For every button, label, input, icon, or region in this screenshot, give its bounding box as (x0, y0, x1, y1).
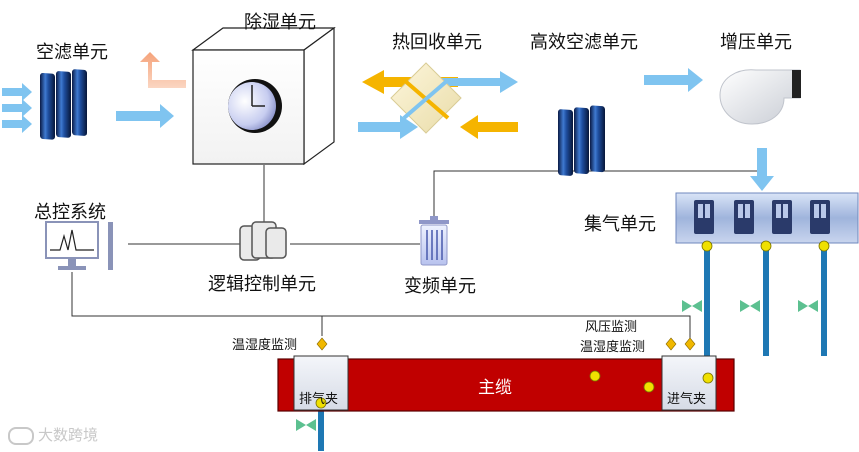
watermark: 大数跨境 (8, 424, 99, 446)
air-filter-icon (40, 69, 87, 140)
flow-arrow-1 (116, 104, 174, 128)
main-cable-label: 主缆 (478, 378, 512, 397)
manifold-label: 集气单元 (584, 214, 656, 234)
sensor-dots-manifold (701, 240, 830, 252)
logic-control-label: 逻辑控制单元 (208, 274, 316, 294)
control-system-label: 总控系统 (34, 202, 106, 222)
hepa-filter-label: 高效空滤单元 (530, 32, 638, 52)
flow-arrow-3 (750, 148, 774, 191)
dehumidifier-unit (191, 26, 336, 166)
exhaust-arrow (140, 52, 186, 88)
wind-pressure-label: 风压监测 (585, 319, 638, 334)
booster-label: 增压单元 (720, 32, 792, 52)
dehumidify-label: 除湿单元 (244, 12, 316, 32)
air-filter-label: 空滤单元 (36, 42, 108, 62)
exhaust-clamp-label: 排气夹 (299, 391, 339, 406)
heat-recovery-unit (358, 62, 518, 139)
watermark-text: 大数跨境 (38, 427, 99, 444)
manifold-unit (675, 192, 859, 244)
monitor-markers (316, 337, 696, 351)
hepa-filter-icon (558, 105, 605, 176)
booster-fan-icon (719, 69, 801, 125)
monitor-icon (45, 221, 113, 270)
watermark-logo-icon (8, 427, 34, 446)
heat-recovery-label: 热回收单元 (392, 32, 482, 52)
sensor-dots-cable (315, 370, 714, 409)
main-cable-bar (277, 358, 735, 412)
flow-arrow-2 (644, 68, 703, 92)
control-wiring (71, 165, 763, 340)
valve-icons (296, 300, 818, 431)
logic-control-icon (239, 221, 287, 261)
vfd-icon (419, 216, 449, 266)
temp-humidity-right-label: 温湿度监测 (580, 339, 646, 354)
vfd-label: 变频单元 (404, 276, 476, 296)
supply-pipes (318, 244, 827, 451)
intake-clamp-label: 进气夹 (667, 391, 707, 406)
temp-humidity-left-label: 温湿度监测 (232, 337, 298, 352)
intake-arrows (2, 83, 32, 133)
